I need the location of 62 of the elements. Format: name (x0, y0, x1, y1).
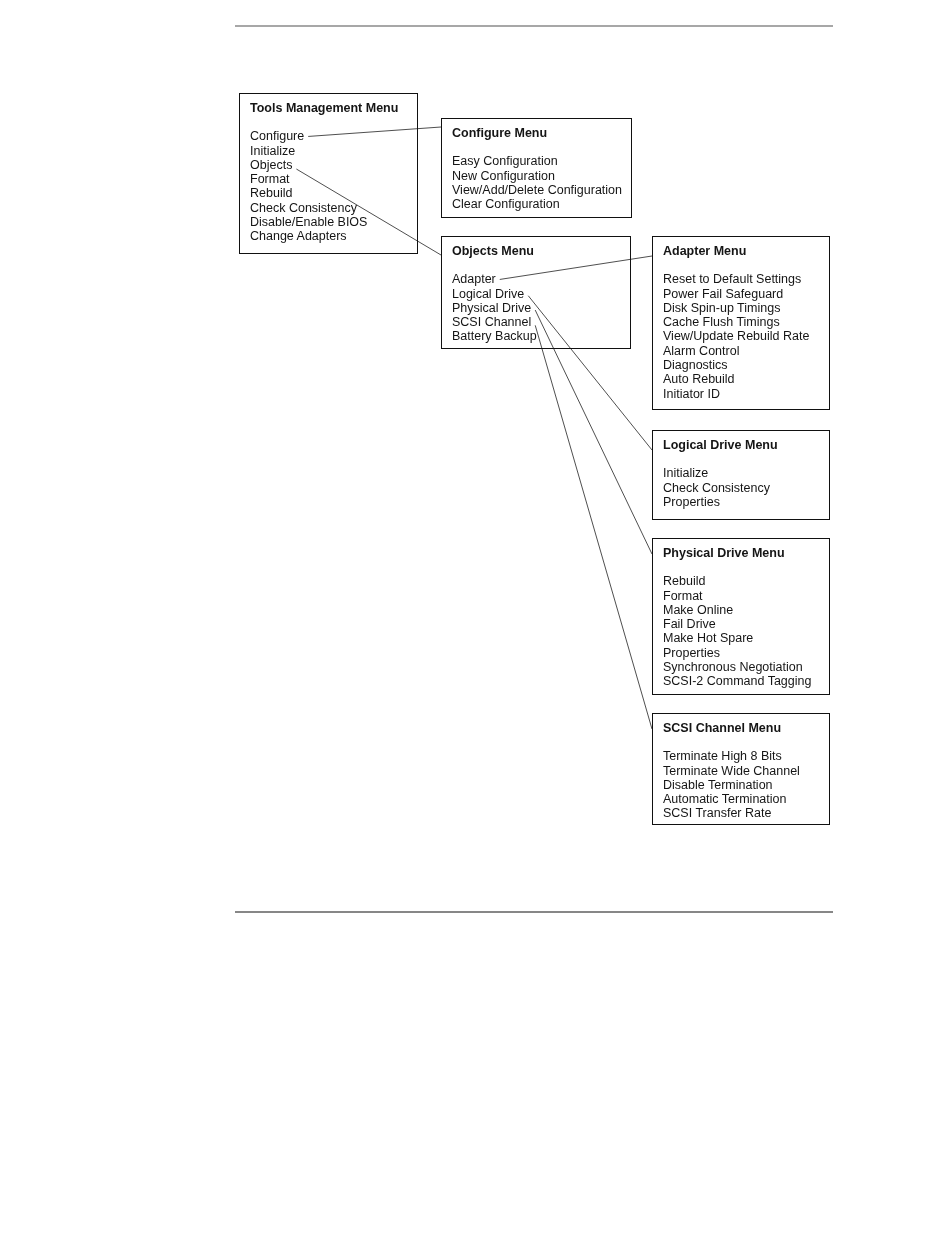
menu-box (652, 430, 830, 520)
menu-item: Terminate Wide Channel (663, 763, 801, 778)
menu-item: Auto Rebuild (663, 372, 736, 387)
menu-item: Disable Termination (663, 777, 774, 793)
menu-item: Configure (250, 129, 309, 144)
menu-item: New Configuration (452, 168, 556, 183)
menu-box (652, 538, 830, 695)
menu-item: Fail Drive (663, 617, 717, 632)
menu-item: Check Consistency (250, 200, 358, 216)
leader-line (534, 324, 653, 730)
menu-item: Disk Spin-up Timings (663, 300, 781, 316)
menu-item: Clear Configuration (452, 197, 561, 212)
leader-line (534, 309, 653, 555)
menu-item: Make Online (663, 602, 735, 618)
menu-box (652, 713, 830, 825)
menu-item: View/Update Rebuild Rate (663, 329, 811, 344)
menu-item: Objects (250, 157, 297, 173)
leader-line (499, 255, 653, 280)
menu-item: Reset to Default Settings (663, 272, 803, 287)
menu-box (652, 236, 830, 410)
menu-title: Tools Management Menu (250, 101, 400, 116)
menu-item: Initialize (663, 466, 710, 481)
leader-line (296, 168, 442, 256)
menu-item: Logical Drive (452, 286, 529, 301)
menu-item: Terminate High 8 Bits (663, 749, 783, 764)
menu-item: Power Fail Safeguard (663, 286, 785, 301)
menu-title: Logical Drive Menu (663, 438, 779, 453)
menu-item: Format (250, 172, 291, 187)
menu-item: Initialize (250, 143, 297, 158)
menu-title: Objects Menu (452, 244, 535, 259)
menu-item: Cache Flush Timings (663, 315, 781, 330)
menu-item: Automatic Termination (663, 792, 788, 807)
leader-line (307, 126, 442, 137)
menu-title: Configure Menu (452, 126, 549, 141)
menu-box (441, 118, 632, 218)
menu-item: Synchronous Negotiation (663, 660, 804, 675)
menu-box (239, 93, 418, 254)
menu-item: View/Add/Delete Configuration (452, 182, 623, 198)
menu-item: Initiator ID (663, 386, 721, 401)
menu-item: Disable/Enable BIOS (250, 215, 369, 230)
menu-item: SCSI Channel (452, 315, 536, 330)
menu-box (441, 236, 631, 349)
menu-item: Physical Drive (452, 300, 536, 316)
menu-item: Adapter (452, 272, 500, 287)
menu-item: Battery Backup (452, 329, 538, 344)
menu-item: Rebuild (663, 574, 707, 589)
menu-item: Properties (663, 494, 720, 510)
menu-item: Format (663, 588, 704, 603)
menu-item: Change Adapters (250, 229, 348, 244)
menu-item: Easy Configuration (452, 154, 559, 169)
menu-item: Check Consistency (663, 480, 771, 495)
menu-title: Adapter Menu (663, 244, 748, 259)
menu-item: Properties (663, 645, 721, 661)
menu-title: Physical Drive Menu (663, 546, 786, 561)
menu-item: SCSI Transfer Rate (663, 806, 773, 821)
menu-title: SCSI Channel Menu (663, 721, 783, 736)
leader-line (527, 295, 653, 451)
menu-item: Rebuild (250, 186, 294, 201)
menu-item: SCSI-2 Command Tagging (663, 674, 813, 689)
menu-item: Make Hot Spare (663, 631, 755, 646)
menu-item: Diagnostics (663, 358, 729, 373)
menu-item: Alarm Control (663, 343, 741, 359)
